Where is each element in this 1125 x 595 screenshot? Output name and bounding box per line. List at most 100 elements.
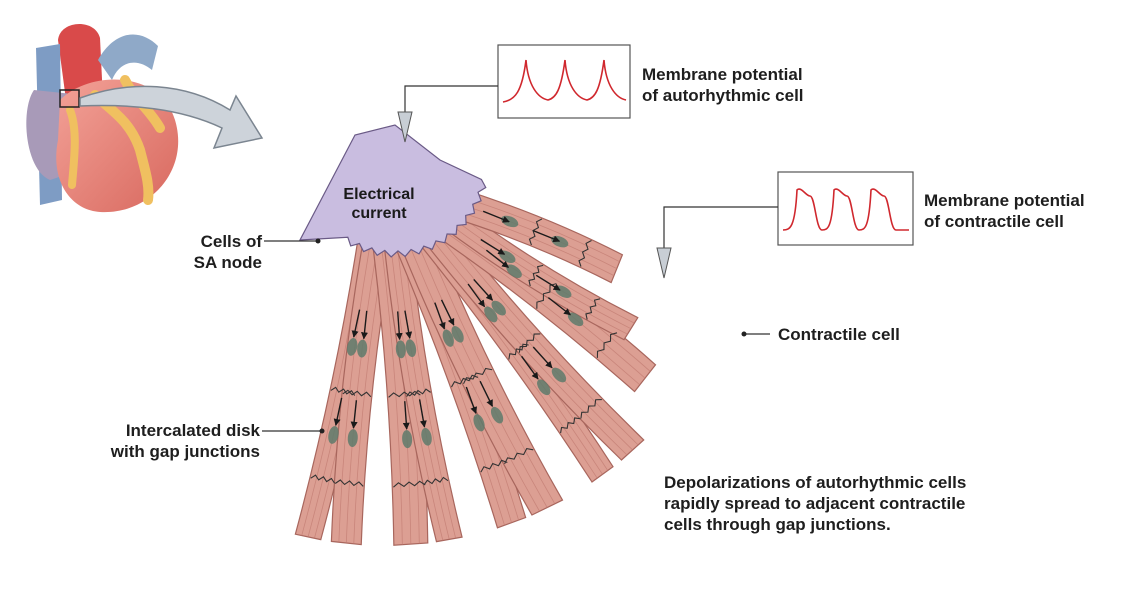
gap-junction xyxy=(388,390,421,398)
cell-nucleus xyxy=(537,379,551,396)
contractile-trace-box xyxy=(777,171,914,246)
current-arrow xyxy=(535,274,561,291)
gap-junction xyxy=(423,476,449,486)
depolarization-note-line-2: rapidly spread to adjacent contractile xyxy=(664,494,966,513)
cell-nucleus xyxy=(506,264,522,279)
muscle-fiber xyxy=(330,242,394,546)
cell-nucleus xyxy=(442,329,454,347)
cell-nucleus xyxy=(347,429,358,448)
fiber-striation xyxy=(415,237,548,508)
gap-junction xyxy=(518,333,541,353)
membrane-autorhythmic-label: Membrane potential of autorhythmic cell xyxy=(642,64,804,106)
gap-junction xyxy=(330,386,356,396)
contractile-cell-line-1: Contractile cell xyxy=(778,325,900,344)
cell-nucleus xyxy=(405,339,417,357)
cells-sa-node-label: Cells of SA node xyxy=(170,231,262,273)
current-arrow xyxy=(465,386,478,414)
current-arrows xyxy=(333,210,571,430)
cell-nucleus xyxy=(402,430,413,449)
gap-junction xyxy=(528,264,544,287)
zoom-arrow xyxy=(79,85,264,150)
membrane-contractile-line-1: Membrane potential xyxy=(924,191,1085,210)
cell-nucleus xyxy=(567,312,584,327)
current-arrow xyxy=(480,238,506,255)
current-arrow xyxy=(467,283,486,308)
cell-nucleus xyxy=(346,338,358,356)
autorhythmic-trace-box xyxy=(497,44,631,119)
membrane-contractile-label: Membrane potential of contractile cell xyxy=(924,190,1085,232)
cell-nucleus xyxy=(395,340,406,359)
electrical-current-label: Electrical current xyxy=(324,185,434,223)
current-arrow xyxy=(350,400,358,429)
fiber-striation xyxy=(345,244,379,543)
cell-nucleus xyxy=(451,325,464,343)
cells-sa-node-line-2: SA node xyxy=(193,253,262,272)
gap-junction xyxy=(580,399,602,419)
depolarization-note-line-3: cells through gap junctions. xyxy=(664,515,891,534)
gap-junction xyxy=(406,388,431,397)
cell-nucleus xyxy=(421,427,432,446)
autorhythmic-trace xyxy=(502,59,627,103)
current-arrow xyxy=(473,278,493,301)
current-arrow xyxy=(418,399,427,428)
intercalated-disk-line-2: with gap junctions xyxy=(110,442,260,461)
gap-junction xyxy=(310,474,336,484)
current-arrow xyxy=(485,249,510,269)
sa-node xyxy=(298,124,487,258)
gap-junction xyxy=(585,298,601,320)
autorhythmic-pointer xyxy=(397,111,413,143)
gap-junction xyxy=(393,480,426,488)
depolarization-note: Depolarizations of autorhythmic cells ra… xyxy=(664,472,966,535)
current-arrow xyxy=(333,397,343,426)
current-arrow xyxy=(404,310,413,339)
gap-junction xyxy=(463,367,493,384)
membrane-autorhythmic-line-1: Membrane potential xyxy=(642,65,803,84)
cell-nucleus xyxy=(473,414,485,432)
cell-nucleus xyxy=(328,426,339,444)
coronary-fat-2 xyxy=(66,106,79,189)
cells-sa-node-line-1: Cells of xyxy=(200,232,262,251)
sa-node-locator-box xyxy=(59,89,80,108)
cell-nucleus xyxy=(491,300,506,316)
membrane-autorhythmic-line-2: of autorhythmic cell xyxy=(642,86,804,105)
cell-nucleus xyxy=(551,367,567,383)
current-arrow xyxy=(521,355,539,380)
current-arrow xyxy=(395,311,403,341)
cell-nucleus xyxy=(490,406,504,424)
current-arrow xyxy=(440,299,455,326)
intercalated-disk-line-1: Intercalated disk xyxy=(125,421,260,440)
cell-nucleus xyxy=(357,339,368,358)
gap-junction xyxy=(596,332,618,358)
gap-junction xyxy=(342,389,372,398)
gap-junction xyxy=(536,283,557,309)
contractile-pointer xyxy=(656,247,672,279)
heart-illustration xyxy=(26,23,264,213)
current-arrow xyxy=(434,302,446,330)
gap-junction xyxy=(504,447,534,465)
gap-junction xyxy=(334,479,364,487)
current-arrow xyxy=(361,310,368,340)
gap-junction xyxy=(560,417,581,434)
muscle-fibers xyxy=(294,186,657,546)
leader-lines xyxy=(262,85,778,432)
pulmonary-artery xyxy=(98,34,158,80)
electrical-current-line-1: Electrical xyxy=(343,186,415,203)
contractile-cell-label: Contractile cell xyxy=(778,324,900,345)
gap-junction xyxy=(480,459,508,473)
contractile-trace xyxy=(782,188,909,231)
current-arrow xyxy=(547,297,571,316)
current-arrow xyxy=(532,346,553,369)
muscle-fiber xyxy=(443,186,624,284)
membrane-contractile-line-2: of contractile cell xyxy=(924,212,1064,231)
gap-junction xyxy=(578,240,592,267)
current-arrow xyxy=(533,230,561,243)
depolarization-note-line-1: Depolarizations of autorhythmic cells xyxy=(664,473,967,492)
gap-junction xyxy=(508,343,529,360)
gap-junction xyxy=(528,218,543,246)
fiber-striation xyxy=(444,211,632,330)
gap-junction xyxy=(450,374,479,388)
fiber-striation xyxy=(396,243,450,540)
cell-nucleus xyxy=(484,306,498,323)
